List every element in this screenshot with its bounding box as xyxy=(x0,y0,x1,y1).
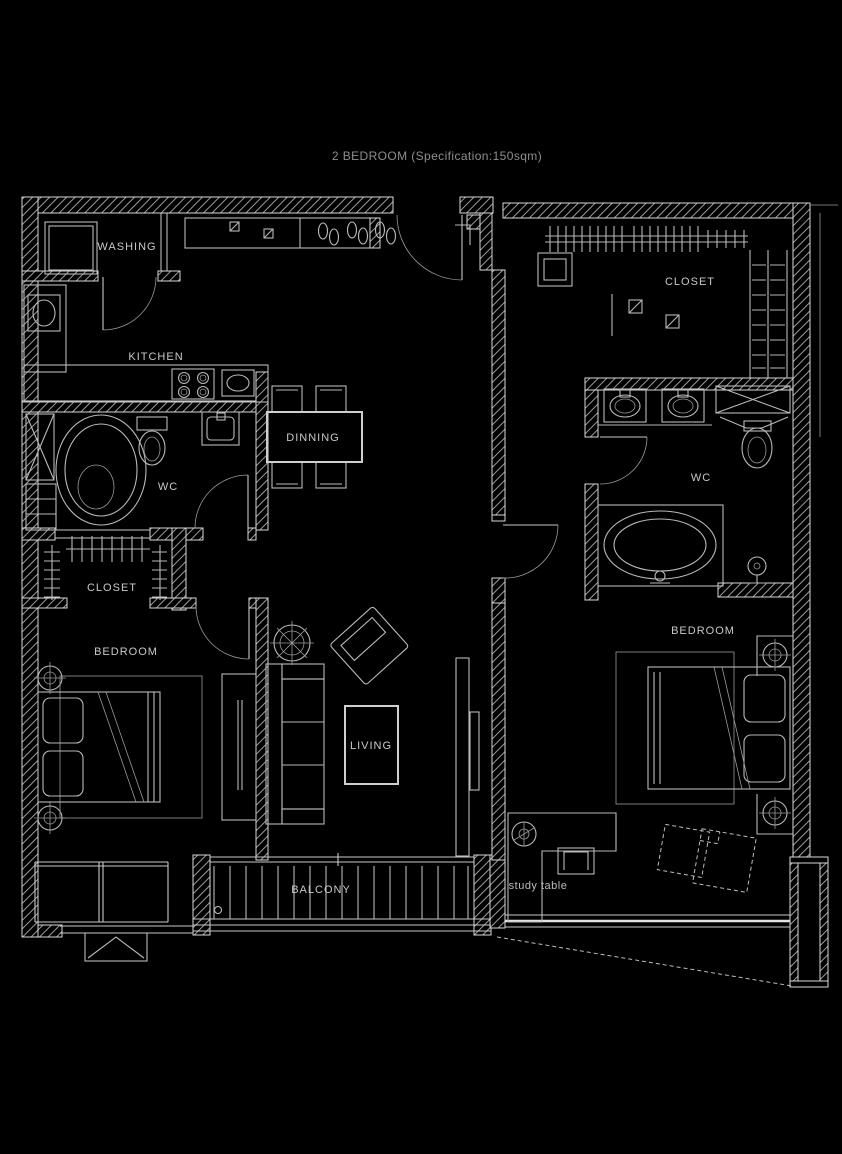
dining-label: DINNING xyxy=(286,432,339,444)
room-kitchen: KITCHEN xyxy=(23,284,269,403)
living-label: LIVING xyxy=(350,740,392,752)
balcony-label: BALCONY xyxy=(291,884,351,896)
room-bedroom-left: BEDROOM xyxy=(34,646,257,962)
room-wc-right: WC xyxy=(597,385,791,587)
interior-walls xyxy=(21,204,838,861)
exterior-walls xyxy=(21,196,829,988)
room-closet-right: CLOSET xyxy=(537,226,788,378)
study-label: study table xyxy=(509,880,568,892)
wc-right-label: WC xyxy=(691,472,711,484)
study-area: study table xyxy=(496,812,793,987)
bedroom-left-label: BEDROOM xyxy=(94,646,158,658)
washing-label: WASHING xyxy=(97,241,156,253)
kitchen-label: KITCHEN xyxy=(128,351,183,363)
closet-left-label: CLOSET xyxy=(87,582,137,594)
room-washing: WASHING xyxy=(44,213,168,275)
plan-title: 2 BEDROOM (Specification:150sqm) xyxy=(332,149,542,163)
wc-left-label: WC xyxy=(158,481,178,493)
room-living: LIVING xyxy=(210,606,480,866)
bedroom-right-label: BEDROOM xyxy=(671,625,735,637)
room-bedroom-right: BEDROOM xyxy=(505,625,793,928)
entry-cabinet xyxy=(184,217,397,249)
dining-set: DINNING xyxy=(266,385,363,489)
closet-right-label: CLOSET xyxy=(665,276,715,288)
room-wc-left: WC xyxy=(25,411,240,531)
terrace-boundary xyxy=(496,936,793,987)
doors xyxy=(102,214,648,660)
room-closet-left: CLOSET xyxy=(44,536,167,600)
balcony: BALCONY xyxy=(193,866,491,932)
